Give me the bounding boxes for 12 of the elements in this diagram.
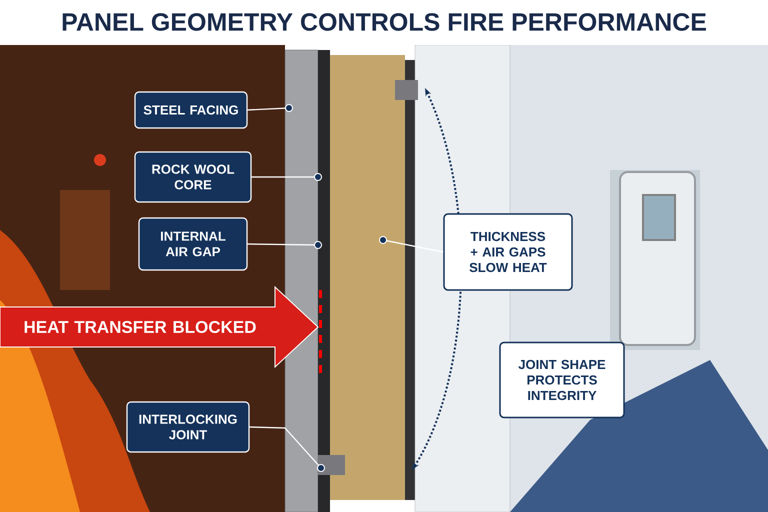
label-box: INTERNAL AIR GAP (138, 217, 248, 271)
callout-box: JOINT SHAPE PROTECTS INTEGRITY (499, 342, 625, 418)
leader-line (248, 241, 322, 249)
leader-line (248, 104, 293, 112)
label-box: ROCK WOOL CORE (134, 151, 252, 203)
title-text: PANEL GEOMETRY CONTROLS FIRE PERFORMANCE (62, 13, 706, 31)
leader-line (252, 173, 322, 181)
label-box: INTERLOCKING JOINT (126, 401, 250, 453)
label-box: STEEL FACING (134, 91, 248, 129)
callout-box: THICKNESS + AIR GAPS SLOW HEAT (443, 213, 573, 291)
leader-line (250, 426, 325, 472)
leader-line (379, 236, 444, 253)
